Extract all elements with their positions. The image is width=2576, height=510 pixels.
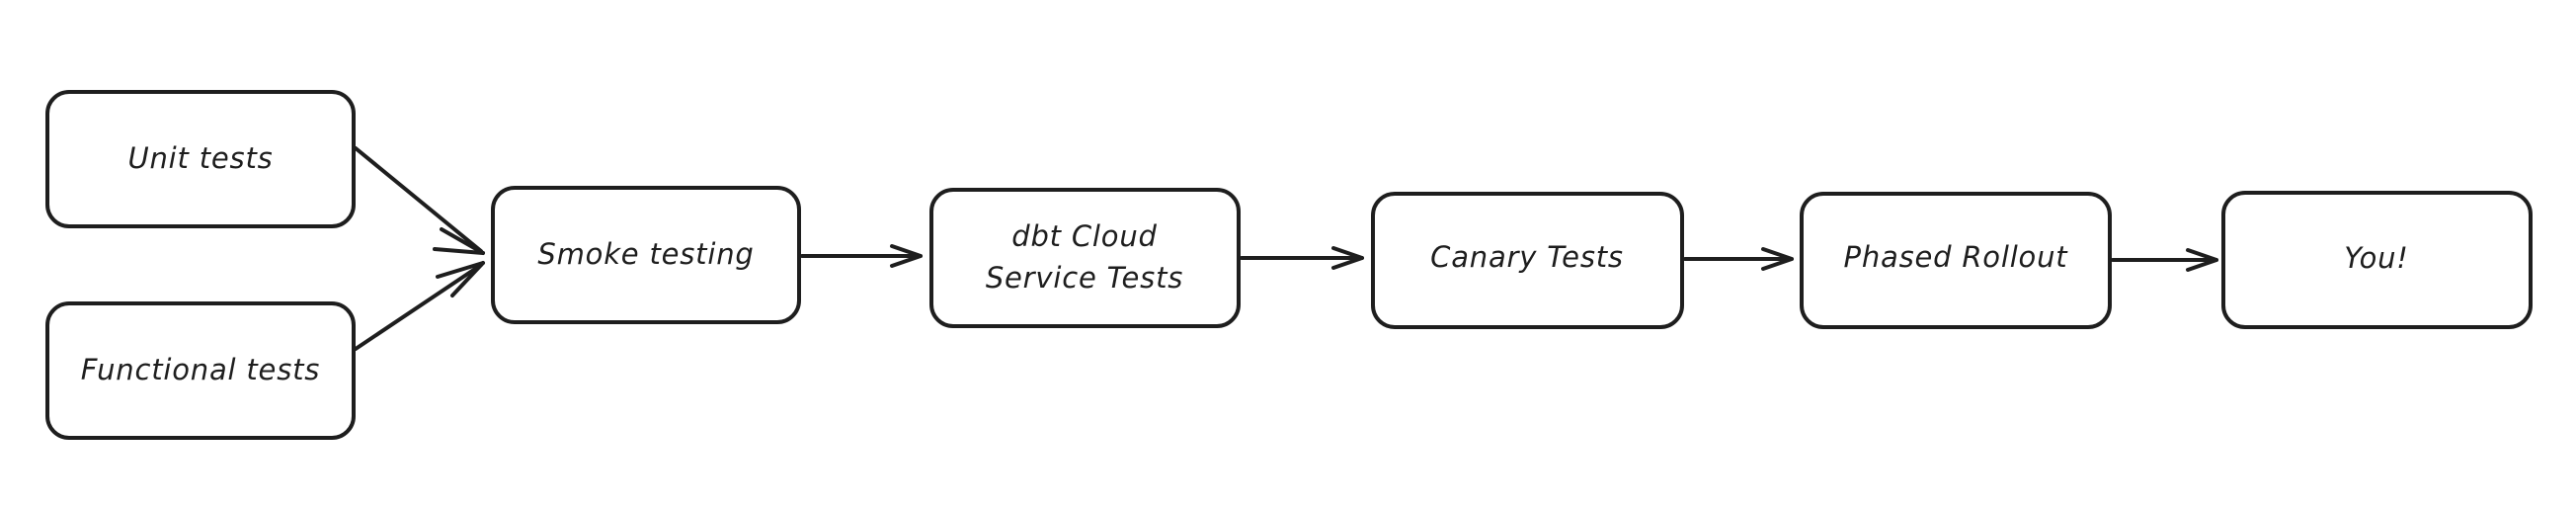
node-you-shape[interactable] (2221, 191, 2533, 329)
node-unit-tests[interactable]: Unit tests (45, 90, 356, 228)
node-unit-tests-label: Unit tests (127, 141, 273, 175)
edge-functional-to-smoke (354, 261, 485, 351)
node-functional-tests-label: Functional tests (81, 353, 320, 386)
node-dbt-cloud-service-tests-shape[interactable] (929, 188, 1241, 328)
edge-dbt-to-canary (1240, 246, 1364, 270)
node-functional-tests-shape[interactable] (45, 301, 356, 440)
node-canary-tests-shape[interactable] (1371, 192, 1684, 329)
node-smoke-testing-label: Smoke testing (537, 237, 754, 271)
node-canary-tests[interactable]: Canary Tests (1371, 192, 1684, 329)
node-unit-tests-shape[interactable] (45, 90, 356, 228)
node-phased-rollout[interactable]: Phased Rollout (1800, 192, 2112, 329)
node-you[interactable]: You! (2221, 191, 2533, 329)
node-phased-rollout-shape[interactable] (1800, 192, 2112, 329)
edge-phased-to-you (2111, 248, 2218, 272)
node-dbt-cloud-service-tests-label-line1: dbt Cloud (1011, 219, 1157, 253)
edge-canary-to-phased (1683, 247, 1794, 271)
node-dbt-cloud-service-tests-label-line2: Service Tests (986, 261, 1183, 295)
node-canary-tests-label: Canary Tests (1430, 240, 1624, 274)
node-dbt-cloud-service-tests[interactable]: dbt Cloud Service Tests (929, 188, 1241, 328)
node-you-label: You! (2344, 241, 2408, 275)
node-smoke-testing[interactable]: Smoke testing (491, 186, 801, 324)
edge-smoke-to-dbt (800, 244, 923, 268)
node-functional-tests[interactable]: Functional tests (45, 301, 356, 440)
node-phased-rollout-label: Phased Rollout (1844, 240, 2069, 274)
edge-unit-to-smoke (354, 146, 485, 255)
node-smoke-testing-shape[interactable] (491, 186, 801, 324)
